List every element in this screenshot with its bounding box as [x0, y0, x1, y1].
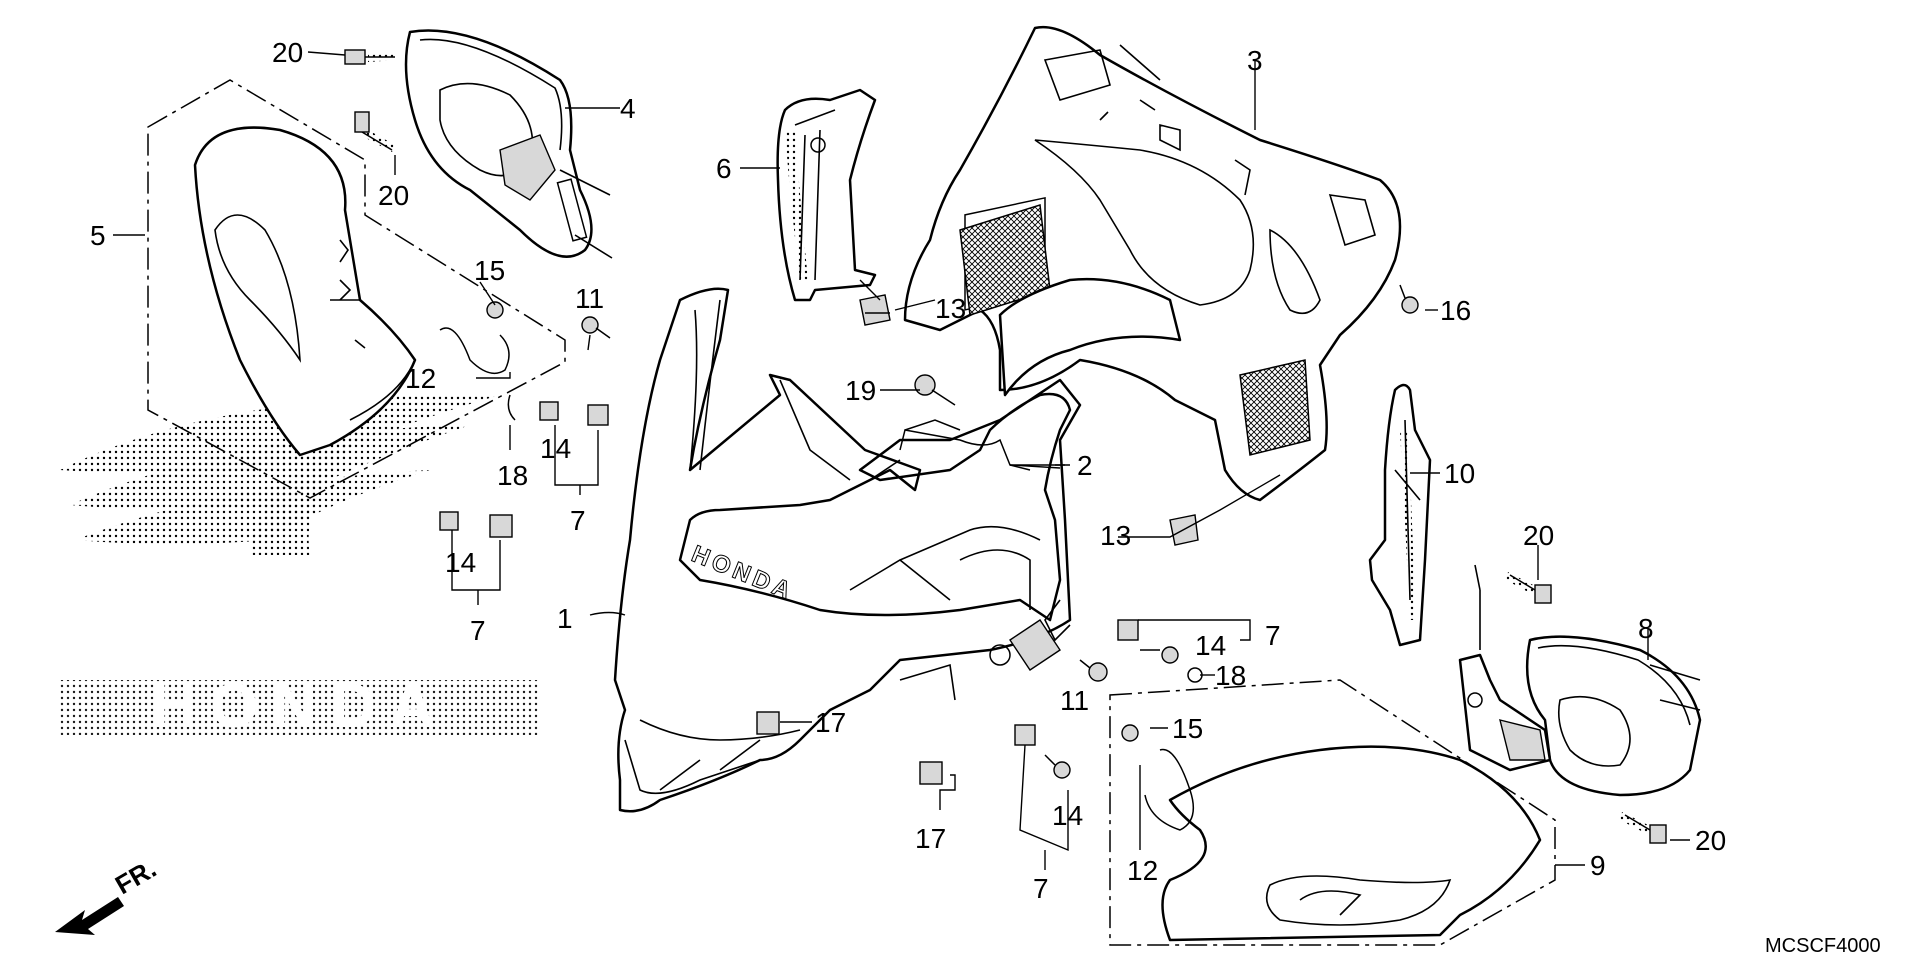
- callout-18b: 18: [1215, 660, 1246, 691]
- hardware: [344, 49, 1667, 844]
- callout-1: 1: [557, 603, 573, 634]
- callout-5: 5: [90, 220, 106, 251]
- callout-11b: 11: [1060, 685, 1089, 716]
- screw-11b: [1088, 662, 1108, 682]
- callout-7d: 7: [1033, 873, 1049, 904]
- svg-text:HONDA: HONDA: [151, 672, 448, 741]
- callout-19: 19: [845, 375, 876, 406]
- callout-3: 3: [1247, 45, 1263, 76]
- callout-17a: 17: [815, 707, 846, 738]
- leader-lines: [113, 51, 1690, 870]
- callout-20b: 20: [378, 180, 409, 211]
- callout-9: 9: [1590, 850, 1606, 881]
- part-5-left-mirror-cover: [147, 79, 566, 499]
- callout-8: 8: [1638, 613, 1654, 644]
- callout-11a: 11: [575, 283, 604, 314]
- callout-17b: 17: [915, 823, 946, 854]
- screw-15b: [1121, 724, 1139, 742]
- front-direction-arrow: FR.: [55, 853, 161, 935]
- bolt-20d: [1620, 812, 1667, 844]
- callout-6: 6: [716, 153, 732, 184]
- callout-16: 16: [1440, 295, 1471, 326]
- diagram-code: MCSCF4000: [1765, 935, 1881, 957]
- nut-7d: [1014, 724, 1036, 746]
- screw-14d: [1053, 761, 1071, 779]
- callout-14d: 14: [1052, 800, 1083, 831]
- callout-12a: 12: [405, 363, 436, 394]
- callout-18a: 18: [497, 460, 528, 491]
- callout-13b: 13: [1100, 520, 1131, 551]
- nut-17b: [919, 761, 943, 785]
- honda-wing-logo: HONDA: [60, 394, 540, 741]
- screw-14c: [1161, 646, 1179, 664]
- callout-7c: 7: [1265, 620, 1281, 651]
- nut-14a: [539, 401, 559, 421]
- nut-7c: [1117, 619, 1139, 641]
- part-4-left-mirror: [404, 29, 613, 259]
- screw-16: [1401, 296, 1419, 314]
- callout-14b: 14: [445, 547, 476, 578]
- clamp-12a: [439, 327, 510, 375]
- clamp-12b: [1144, 748, 1195, 831]
- callout-20c: 20: [1523, 520, 1554, 551]
- callout-15a: 15: [474, 255, 505, 286]
- nut-7a: [587, 404, 609, 426]
- callout-13a: 13: [935, 293, 966, 324]
- screw-15a: [486, 301, 504, 319]
- bolt-20b: [354, 111, 395, 152]
- part-9-right-mirror-cover: [1109, 679, 1556, 946]
- part-10-right-side-panel: [1368, 383, 1432, 647]
- callout-2: 2: [1077, 450, 1093, 481]
- callout-7b: 7: [470, 615, 486, 646]
- bolt-20a: [344, 49, 395, 65]
- callout-14a: 14: [540, 433, 571, 464]
- callout-4: 4: [620, 93, 636, 124]
- screw-11a: [581, 316, 599, 334]
- nut-14b: [439, 511, 459, 531]
- part-2-stay: [899, 419, 1031, 471]
- callouts: 1 2 3 4 5 6 7 7 7 7 8 9 10 11 11 12 12 1…: [90, 37, 1726, 904]
- nut-17a: [756, 711, 780, 735]
- part-8-right-mirror: [1458, 564, 1702, 797]
- front-direction-label: FR.: [110, 853, 161, 900]
- part-3-inner-fairing: [903, 25, 1402, 502]
- bolt-19: [914, 374, 936, 396]
- callout-12b: 12: [1127, 855, 1158, 886]
- callout-10: 10: [1444, 458, 1475, 489]
- honda-wordmark-logo: HONDA: [60, 672, 540, 741]
- clamp-18b: [1187, 667, 1203, 683]
- part-6-left-side-panel: [776, 88, 877, 302]
- callout-15b: 15: [1172, 713, 1203, 744]
- callout-7a: 7: [570, 505, 586, 536]
- bolt-20c: [1506, 572, 1552, 604]
- clamp-18a: [507, 394, 516, 421]
- clip-13a: [859, 294, 891, 326]
- callout-20a: 20: [272, 37, 303, 68]
- callout-14c: 14: [1195, 630, 1226, 661]
- callout-20d: 20: [1695, 825, 1726, 856]
- nut-7b: [489, 514, 513, 538]
